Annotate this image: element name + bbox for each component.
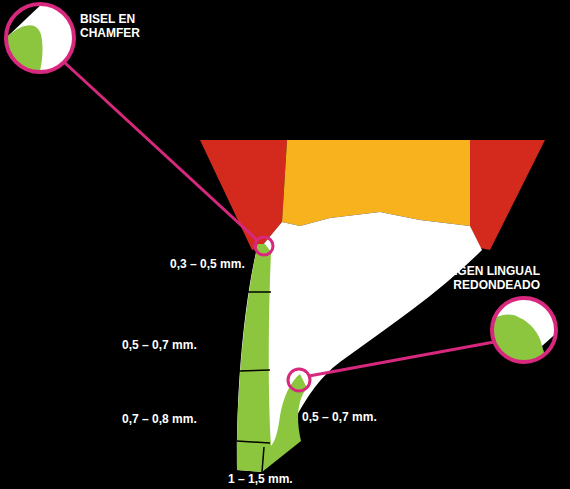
dimension-label: 1 – 1,5 mm. [228, 472, 328, 486]
dimension-label: 0,7 – 0,8 mm. [122, 412, 222, 426]
veneer [237, 244, 307, 472]
tooth-crown [237, 212, 482, 472]
lingual-detail [490, 296, 560, 366]
dimension-label: 0,5 – 0,7 mm. [302, 410, 402, 424]
callout-ring [64, 62, 494, 391]
gum-right [470, 140, 545, 250]
chamfer-detail [0, 0, 80, 80]
callout-title: MARGEN LINGUAL REDONDEADO [408, 264, 540, 292]
dimension-label: 0,5 – 0,7 mm. [122, 338, 222, 352]
section-dividers [237, 292, 271, 472]
dimension-label: 0,3 – 0,5 mm. [170, 257, 260, 271]
callout-title: BISEL EN CHAMFER [80, 12, 170, 40]
